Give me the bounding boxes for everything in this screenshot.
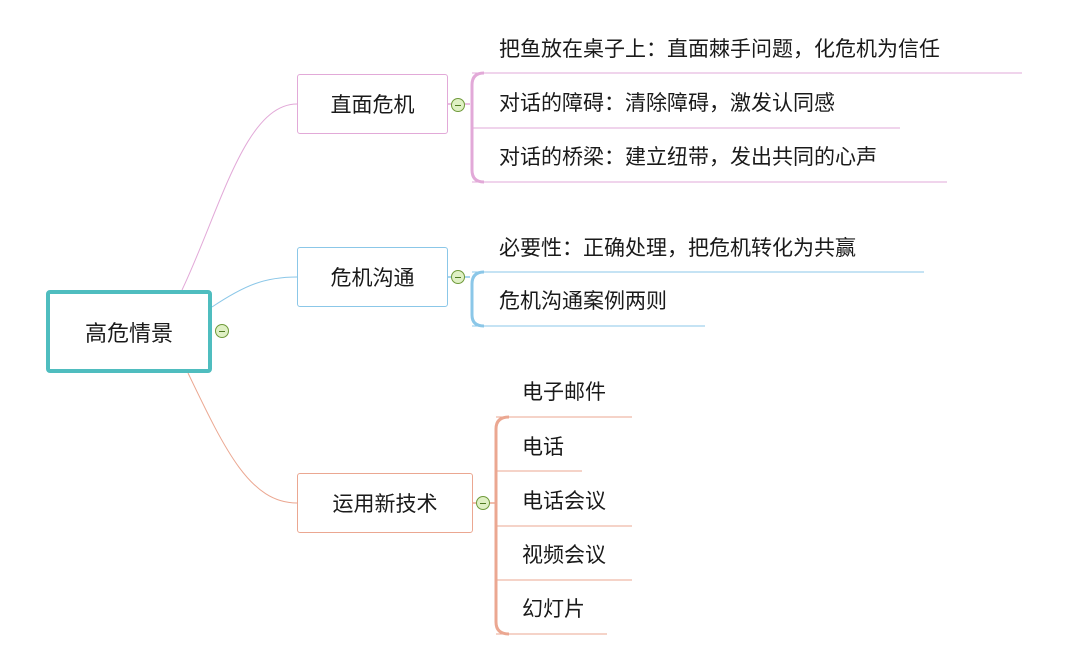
subtopic-1-1[interactable]: 把鱼放在桌子上：直面棘手问题，化危机为信任 — [499, 37, 940, 61]
minus-circle-icon[interactable] — [451, 98, 465, 112]
topic-branch-1[interactable]: 直面危机 — [297, 74, 448, 134]
minus-circle-icon[interactable] — [476, 496, 490, 510]
subtopic-2-1[interactable]: 必要性：正确处理，把危机转化为共赢 — [499, 236, 856, 260]
topic-branch-1-label: 直面危机 — [330, 93, 415, 117]
connector-root-branch-1 — [181, 103, 298, 291]
subtopic-2-2[interactable]: 危机沟通案例两则 — [499, 289, 667, 313]
subtopic-3-2[interactable]: 电话 — [522, 435, 564, 459]
subtopic-1-3[interactable]: 对话的桥梁：建立纽带，发出共同的心声 — [499, 145, 877, 169]
subtopic-3-3[interactable]: 电话会议 — [522, 489, 606, 513]
root-topic[interactable]: 高危情景 — [46, 290, 212, 373]
subtopic-3-1[interactable]: 电子邮件 — [522, 380, 606, 404]
subtopic-1-2[interactable]: 对话的障碍：清除障碍，激发认同感 — [499, 91, 835, 115]
subtopic-3-5[interactable]: 幻灯片 — [522, 597, 585, 621]
branch-1-bracket — [446, 71, 1022, 184]
subtopic-3-4[interactable]: 视频会议 — [522, 543, 606, 567]
branch-2-bracket — [446, 270, 924, 328]
topic-branch-3-label: 运用新技术 — [332, 492, 438, 516]
topic-branch-2-label: 危机沟通 — [330, 266, 415, 290]
connector-root-branch-3 — [187, 372, 298, 504]
connector-root-branch-2 — [211, 276, 298, 308]
topic-branch-2[interactable]: 危机沟通 — [297, 247, 448, 307]
minus-circle-icon[interactable] — [215, 324, 229, 338]
root-topic-label: 高危情景 — [84, 321, 173, 347]
minus-circle-icon[interactable] — [451, 270, 465, 284]
topic-branch-3[interactable]: 运用新技术 — [297, 473, 473, 533]
